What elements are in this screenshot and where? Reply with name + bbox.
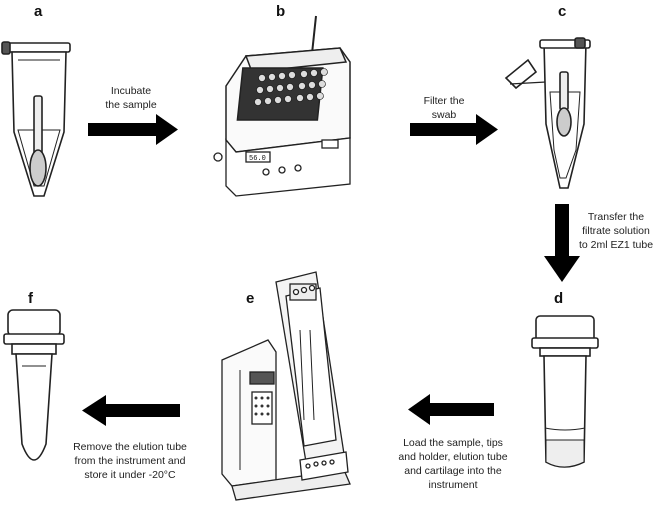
heat-block-display: 56.0 (249, 155, 266, 163)
step-caption-load: Load the sample, tips and holder, elutio… (386, 436, 520, 492)
caption-line: swab (431, 109, 457, 121)
filter-tube-c (504, 37, 591, 189)
microtube-with-swab-a (1, 41, 71, 197)
caption-line: and holder, elution tube (398, 451, 508, 463)
caption-line: to 2ml EZ1 tube (578, 239, 654, 251)
elution-tube-f (3, 309, 65, 461)
arrow-c-to-d (544, 204, 580, 282)
ez1-tube-d (531, 315, 599, 468)
heat-block-wells (254, 68, 328, 106)
arrow-b-to-c (410, 114, 498, 145)
panel-label-a: a (34, 3, 43, 20)
caption-line: filtrate solution (582, 225, 650, 237)
step-caption-transfer: Transfer the filtrate solution to 2ml EZ… (574, 210, 658, 252)
heat-block-front-panel (213, 137, 351, 197)
caption-line: from the instrument and (74, 455, 186, 467)
panel-label-f: f (28, 290, 33, 307)
step-caption-filter: Filter the swab (408, 94, 480, 122)
caption-line: instrument (428, 479, 478, 491)
ez1-keypad (254, 396, 270, 416)
panel-label-c: c (558, 3, 567, 20)
caption-line: Filter the (423, 95, 465, 107)
caption-line: Incubate (110, 85, 152, 97)
caption-line: Transfer the (587, 211, 645, 223)
arrow-e-to-f (82, 395, 180, 426)
caption-line: the sample (105, 99, 157, 111)
caption-line: and cartilage into the (404, 465, 502, 477)
ez1-instrument-e (221, 271, 351, 501)
arrow-a-to-b (88, 114, 178, 145)
panel-label-e: e (246, 290, 255, 307)
panel-label-d: d (554, 290, 564, 307)
panel-label-b: b (276, 3, 286, 20)
caption-line: Load the sample, tips (403, 437, 503, 449)
step-caption-incubate: Incubate the sample (88, 84, 174, 112)
caption-line: store it under -20°C (84, 469, 176, 481)
arrow-d-to-e (408, 394, 494, 425)
step-caption-remove: Remove the elution tube from the instrum… (60, 440, 200, 482)
caption-line: Remove the elution tube (73, 441, 187, 453)
